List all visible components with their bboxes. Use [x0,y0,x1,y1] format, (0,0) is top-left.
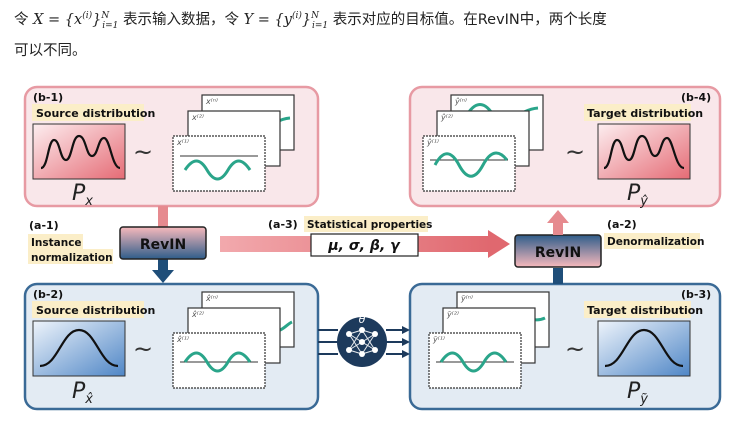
svg-text:ŷ⁽ⁿ⁾: ŷ⁽ⁿ⁾ [454,97,467,106]
b2-dist-symbol: Px̂ [72,379,93,407]
b2-gaussian-curve [39,328,119,368]
intro-tail: 表示对应的目标值。在RevIN中，两个长度 [328,11,607,28]
svg-text:x̂⁽²⁾: x̂⁽²⁾ [191,309,204,319]
a2-label: (a-2) [607,218,637,231]
left-arrow-bottom [158,258,168,272]
intro-text: 令 X = {x(i)}Ni=1 表示输入数据，令 Y = {y(i)}Ni=1… [14,4,739,64]
y-set-formula: Y = {y(i)}Ni=1 [243,11,329,31]
right-arrow-top [553,222,563,235]
panel-b3-target: (b-3) Target distribution ~ Pỹ ỹ⁽ⁿ⁾ ỹ⁽²⁾… [408,282,722,411]
b2-tilde: ~ [133,335,153,363]
intro-line-1: 令 X = {x(i)}Ni=1 表示输入数据，令 Y = {y(i)}Ni=1… [14,4,739,39]
b4-dist-symbol: Pŷ [627,181,648,209]
b3-tilde: ~ [565,335,585,363]
a1-annotation: (a-1) Instance normalization [28,219,113,264]
b4-wave [433,151,509,178]
b2-wave [183,351,252,373]
b1-title-bg [32,104,144,121]
svg-text:x⁽²⁾: x⁽²⁾ [191,113,204,122]
svg-text:x̂⁽¹⁾: x̂⁽¹⁾ [176,334,189,344]
svg-text:ŷ⁽²⁾: ŷ⁽²⁾ [440,113,453,122]
b3-label: (b-3) [681,288,711,301]
right-arrow-head [547,210,569,223]
b4-label: (b-4) [681,91,711,104]
intro-lead: 令 [14,11,34,28]
panel-b2-source: (b-2) Source distribution ~ Px̂ x̂⁽ⁿ⁾ x̂… [23,282,320,411]
b1-wave [183,159,252,181]
model-arrows [318,326,410,358]
panel-b4-target: (b-4) Target distribution ~ Pŷ ŷ⁽ⁿ⁾ ŷ⁽²⁾… [408,85,722,209]
a3-annotation: (a-3) Statistical properties [268,216,432,232]
b4-tilde: ~ [565,138,585,166]
revin-normalize-block: RevIN [119,226,207,260]
b3-series-cards: ỹ⁽ⁿ⁾ ỹ⁽²⁾ ỹ⁽¹⁾ [428,291,550,389]
b2-title: Source distribution [36,304,155,317]
a1-label: (a-1) [29,219,59,232]
revin-denormalize-block: RevIN [514,234,602,268]
a2-text: Denormalization [607,236,704,248]
b3-wave [439,351,508,373]
left-arrow-head [152,270,174,283]
svg-text:RevIN: RevIN [140,237,186,253]
b3-dist-symbol: Pỹ [627,379,648,407]
stats-arrow: μ, σ, β, γ [220,230,510,258]
panel-b1-source: (b-1) Source distribution ~ Px x⁽ⁿ⁾ x⁽²⁾… [23,85,320,209]
a1-text-1: Instance [31,237,82,249]
b2-label: (b-2) [33,288,63,301]
left-arrow-top [158,206,168,228]
a2-annotation: (a-2) Denormalization [604,218,704,249]
b2-series-cards: x̂⁽ⁿ⁾ x̂⁽²⁾ x̂⁽¹⁾ [172,291,295,389]
b4-multimodal-curve [603,134,685,170]
neural-network-icon: θ [337,313,387,367]
svg-text:ỹ⁽¹⁾: ỹ⁽¹⁾ [432,335,445,344]
b1-series-cards: x⁽ⁿ⁾ x⁽²⁾ x⁽¹⁾ [172,94,295,192]
svg-text:x⁽¹⁾: x⁽¹⁾ [176,138,189,147]
a1-text-2: normalization [31,252,113,264]
b1-tilde: ~ [133,138,153,166]
intro-mid: 表示输入数据，令 [118,11,244,28]
svg-text:RevIN: RevIN [535,245,581,261]
svg-text:ŷ⁽¹⁾: ŷ⁽¹⁾ [426,138,439,147]
a3-label: (a-3) [268,218,298,231]
b3-title: Target distribution [587,304,703,317]
b1-dist-symbol: Px [72,181,93,209]
svg-text:ỹ⁽ⁿ⁾: ỹ⁽ⁿ⁾ [460,294,473,303]
x-set-formula: X = {x(i)}Ni=1 [33,11,119,31]
a3-text: Statistical properties [307,219,432,231]
b1-title: Source distribution [36,107,155,120]
svg-text:x⁽ⁿ⁾: x⁽ⁿ⁾ [205,97,218,106]
svg-text:x̂⁽ⁿ⁾: x̂⁽ⁿ⁾ [205,293,218,303]
intro-line-2: 可以不同。 [14,42,87,59]
theta-label: θ [359,313,366,326]
b4-series-cards: ŷ⁽ⁿ⁾ ŷ⁽²⁾ ŷ⁽¹⁾ [422,94,544,192]
b3-gaussian-curve [604,328,684,368]
right-arrow-bottom [553,268,563,284]
svg-text:ỹ⁽²⁾: ỹ⁽²⁾ [446,310,459,319]
b4-title: Target distribution [587,107,703,120]
b1-label: (b-1) [33,91,63,104]
b1-multimodal-curve [40,134,121,170]
stats-params: μ, σ, β, γ [327,238,401,254]
